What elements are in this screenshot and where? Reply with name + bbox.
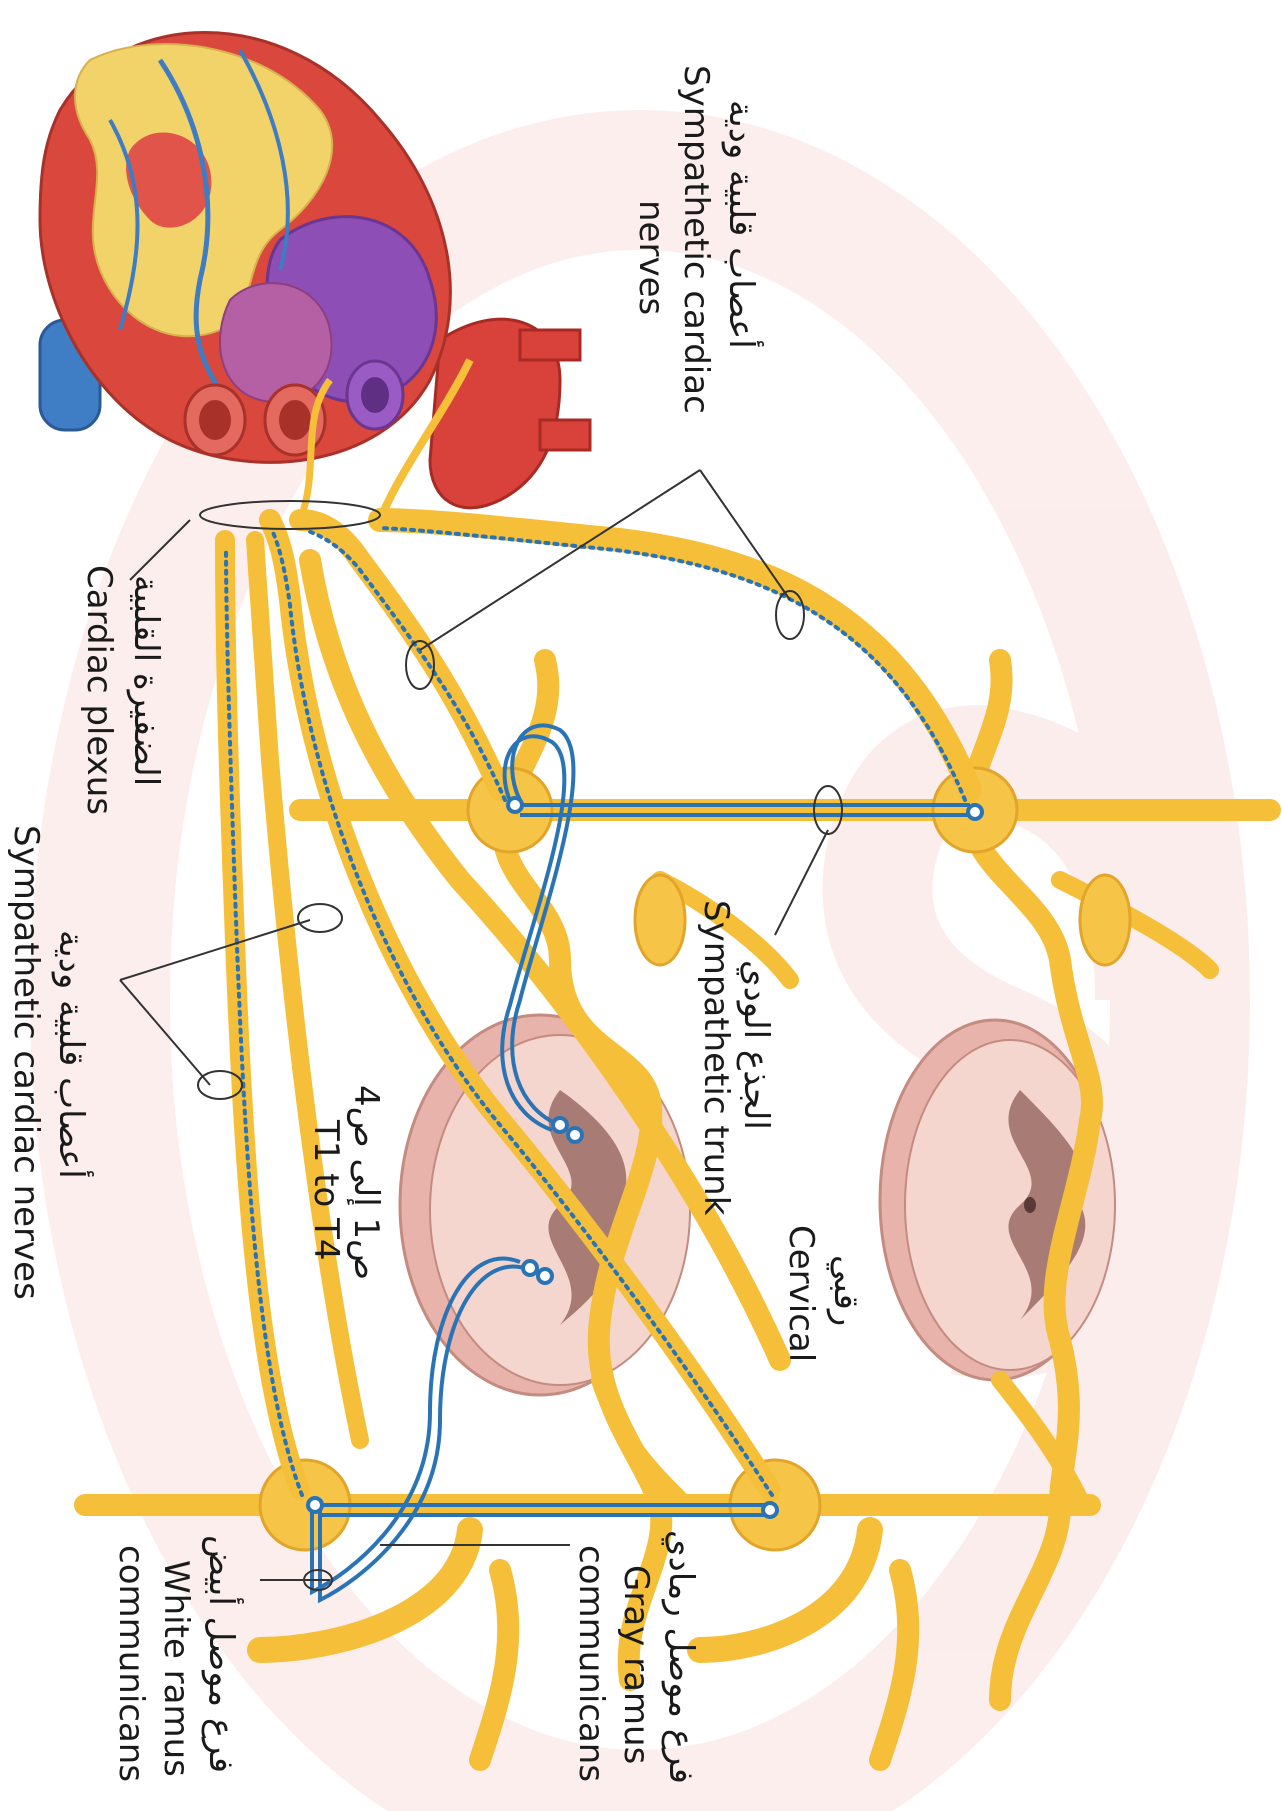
label-cervical-en: Cervical [781, 1225, 821, 1362]
label-trunk-ar: الجذع الودي [736, 960, 776, 1130]
label-gray-en-2: communicans [571, 1545, 611, 1782]
label-plexus-en: Cardiac plexus [79, 565, 119, 815]
label-white-en-1: White ramus [156, 1560, 196, 1777]
label-cervical-ar: رقبي [826, 1255, 866, 1326]
label-trunk-en: Sympathetic trunk [696, 900, 736, 1216]
label-cardiac-nerves-top-en-1: Sympathetic cardiac [676, 65, 716, 414]
label-gray-ar: فرع موصل رمادي [661, 1530, 701, 1784]
label-cardiac-nerves-bottom-en: Sympathetic cardiac nerves [6, 825, 46, 1300]
label-white-ar: فرع موصل أبيض [201, 1535, 244, 1773]
label-cardiac-nerves-top-ar: أعصاب قلبية ودية [721, 100, 764, 349]
label-plexus-ar: الضفيرة القلبية [126, 575, 166, 786]
label-cardiac-nerves-top-en-2: nerves [631, 200, 671, 315]
label-t1t4-en: T1 to T4 [306, 1119, 346, 1261]
label-gray-en-1: Gray ramus [616, 1565, 656, 1764]
label-t1t4-ar: ص1 إلى ص4 [346, 1085, 386, 1280]
label-cardiac-nerves-bottom-ar: أعصاب قلبية ودية [51, 930, 94, 1179]
label-white-en-2: communicans [111, 1545, 151, 1782]
